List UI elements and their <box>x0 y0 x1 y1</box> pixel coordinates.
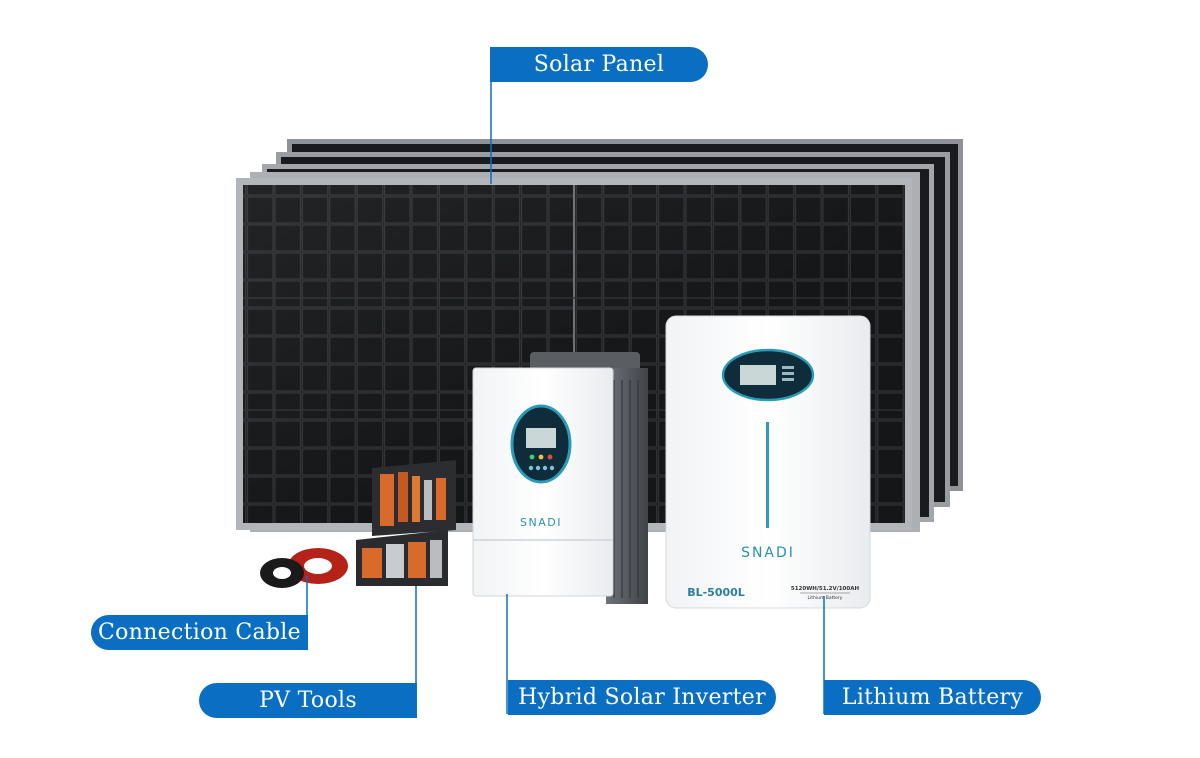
battery-model: BL-5000L <box>687 586 745 599</box>
pv-tools-kit <box>356 460 456 586</box>
inverter-brand: SNADI <box>520 516 562 529</box>
lithium-battery-label: Lithium Battery <box>824 680 1041 715</box>
inverter-lcd <box>526 428 556 448</box>
battery-light-strip <box>766 422 769 528</box>
lithium-battery-device: SNADI BL-5000L 5120WH/51.2V/100AH Lithiu… <box>665 315 871 609</box>
connection-cable-label: Connection Cable <box>91 615 308 650</box>
hybrid-inverter-device: SNADI <box>472 352 648 604</box>
battery-brand: SNADI <box>741 545 795 561</box>
hybrid-inverter-label: Hybrid Solar Inverter <box>508 680 776 715</box>
battery-lcd <box>740 365 776 385</box>
pv-tools-label: PV Tools <box>199 683 417 718</box>
battery-type: Lithium Battery <box>808 595 843 601</box>
solar-panel-label: Solar Panel <box>490 47 708 82</box>
battery-spec: 5120WH/51.2V/100AH <box>791 586 860 592</box>
connection-cables <box>260 548 348 588</box>
